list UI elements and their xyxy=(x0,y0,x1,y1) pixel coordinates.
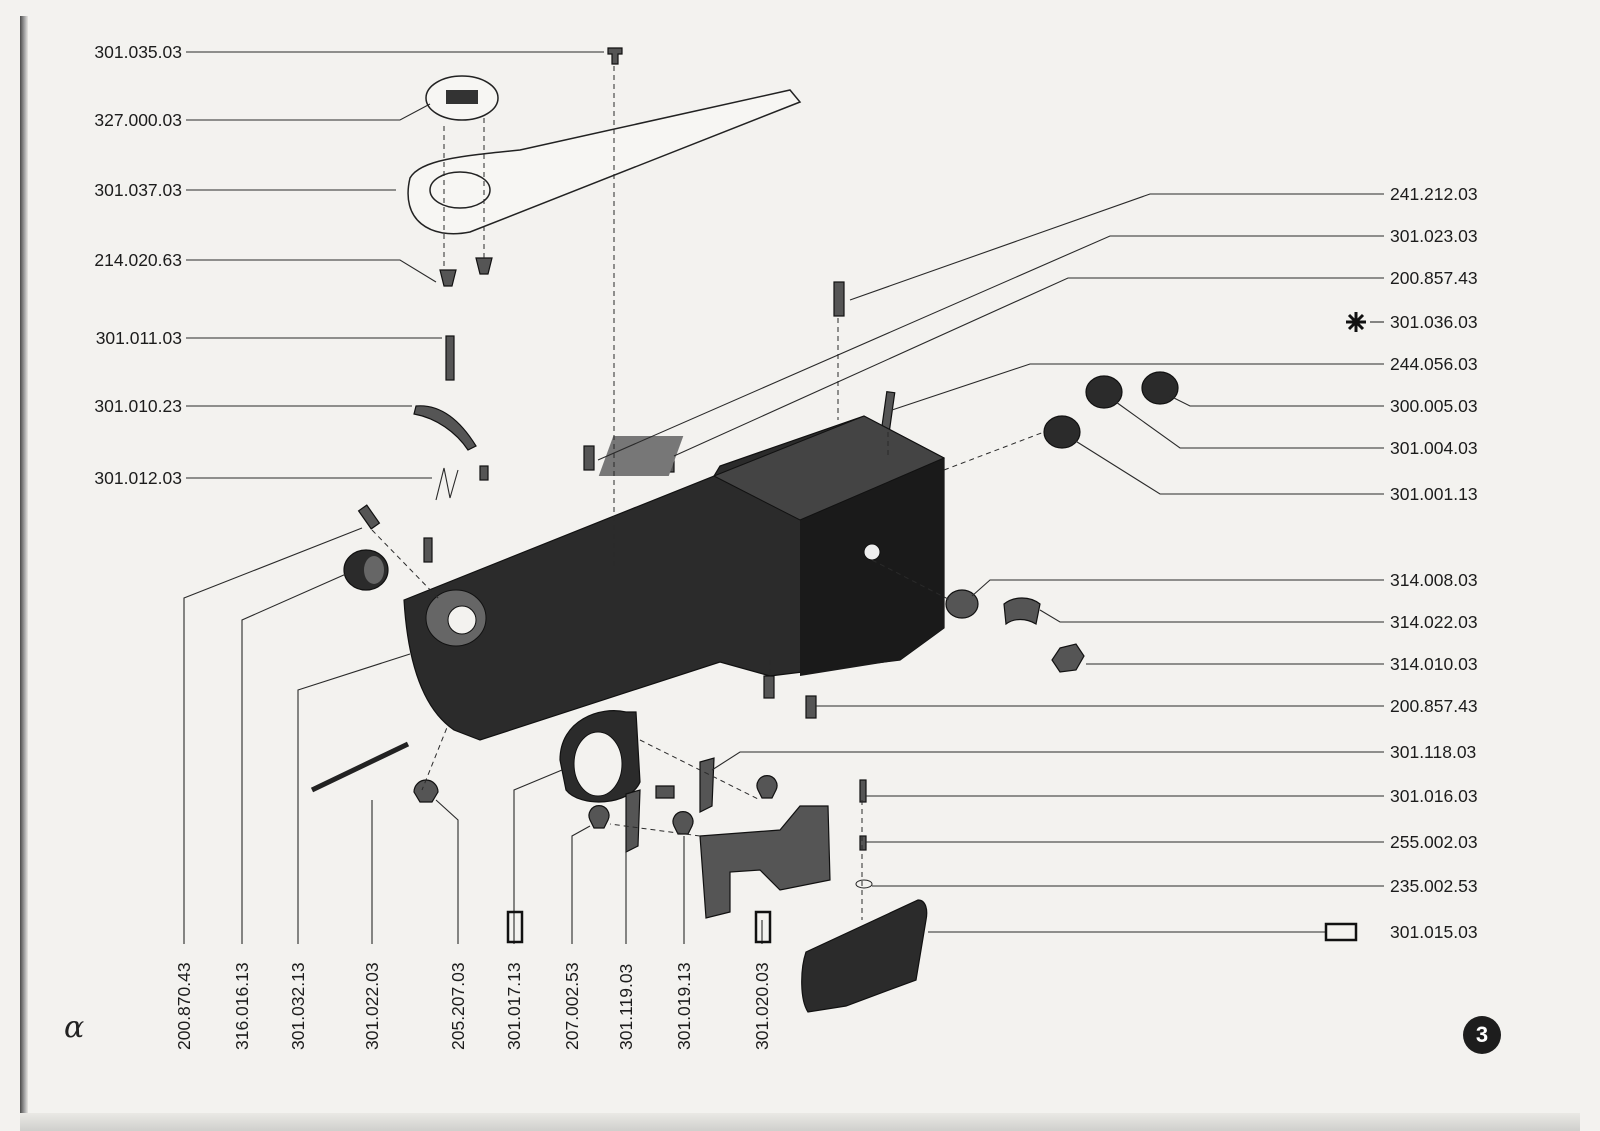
parts-group xyxy=(310,47,1179,1013)
pin-small-left xyxy=(423,537,433,563)
brand-logo-icon: ɑ xyxy=(64,1010,85,1045)
part-label: 301.119.03 xyxy=(616,964,636,1050)
part-label: 316.016.13 xyxy=(232,962,252,1050)
part-label: 301.036.03 xyxy=(1390,312,1478,332)
part-label: 301.023.03 xyxy=(1390,226,1478,246)
leader-lines-left xyxy=(186,51,604,479)
part-label: 244.056.03 xyxy=(1390,354,1478,374)
part-label: 301.037.03 xyxy=(94,180,182,200)
clamp-ring-inner xyxy=(573,731,623,797)
part-label: 301.020.03 xyxy=(752,962,772,1050)
part-label: 327.000.03 xyxy=(94,110,182,130)
part-label: 301.016.03 xyxy=(1390,786,1478,806)
part-label: 300.005.03 xyxy=(1390,396,1478,416)
pin-241-212 xyxy=(833,281,845,317)
screw-small-top xyxy=(479,465,489,481)
cover-plate xyxy=(407,89,802,235)
part-label: 301.032.13 xyxy=(288,962,308,1050)
part-label: 301.118.03 xyxy=(1390,742,1476,762)
labels-left: 301.035.03 327.000.03 301.037.03 214.020… xyxy=(94,42,182,488)
part-label: 314.022.03 xyxy=(1390,612,1478,632)
top-screw xyxy=(607,47,623,65)
rectangle-marker-icon xyxy=(506,910,524,944)
bushing-300-005 xyxy=(1141,371,1179,405)
pin-301-023 xyxy=(583,445,595,471)
clamp-piece-301-118 xyxy=(699,757,715,813)
part-label: 301.012.03 xyxy=(94,468,182,488)
part-label: 255.002.03 xyxy=(1390,832,1478,852)
housing-end-hole xyxy=(447,605,477,635)
assembly-lines xyxy=(371,66,1045,920)
plate-screw-right xyxy=(475,257,493,275)
leader-lines-bottom xyxy=(183,527,763,944)
spring-255-002 xyxy=(859,835,867,851)
plate-screw-left xyxy=(439,269,457,287)
part-label: 301.022.03 xyxy=(362,962,382,1050)
washer-235-002 xyxy=(855,879,873,889)
housing-pocket xyxy=(598,436,684,476)
page-number: 3 xyxy=(1463,1016,1501,1054)
part-label: 207.002.53 xyxy=(562,962,582,1050)
clip-314-022 xyxy=(1003,597,1041,626)
bushing-301-001 xyxy=(1043,415,1081,449)
part-label: 301.004.03 xyxy=(1390,438,1478,458)
cover-301-015 xyxy=(801,899,928,1013)
screw-205-207 xyxy=(413,779,439,803)
plate-opening xyxy=(429,171,491,209)
page-binding-shadow xyxy=(20,16,28,1116)
rod-301-022 xyxy=(310,741,410,793)
rectangle-marker-icon xyxy=(754,910,772,944)
housing-top-face xyxy=(712,415,946,521)
part-label: 214.020.63 xyxy=(94,250,182,270)
page-bottom-edge xyxy=(20,1113,1580,1131)
part-label: 301.035.03 xyxy=(94,42,182,62)
bushing-301-004 xyxy=(1085,375,1123,409)
part-label: 314.010.03 xyxy=(1390,654,1478,674)
screw-301-019-b xyxy=(672,811,694,835)
pin-200-857-lower-b xyxy=(805,695,817,719)
labels-bottom: 200.870.43 316.016.13 301.032.13 301.022… xyxy=(174,962,772,1050)
part-label: 200.857.43 xyxy=(1390,268,1478,288)
part-label: 314.008.03 xyxy=(1390,570,1478,590)
spring-301-012 xyxy=(435,467,459,501)
housing-front-face xyxy=(800,458,944,676)
part-label: 241.212.03 xyxy=(1390,184,1478,204)
part-label: 301.001.13 xyxy=(1390,484,1478,504)
part-label: 205.207.03 xyxy=(448,962,468,1050)
lever-301-010 xyxy=(413,405,477,451)
clamp-piece-301-119 xyxy=(625,789,641,853)
pin-200-857-lower-a xyxy=(763,675,775,699)
roller-316-016-face xyxy=(364,556,384,584)
pin-301-016 xyxy=(859,779,867,803)
screw-207-002 xyxy=(588,805,610,829)
screw-right-small xyxy=(756,775,778,799)
part-label: 301.010.23 xyxy=(94,396,182,416)
labels-right: 241.212.03 301.023.03 200.857.43 301.036… xyxy=(1390,184,1478,942)
part-label: 200.870.43 xyxy=(174,962,194,1050)
housing-bore xyxy=(863,543,881,561)
throat-plate-slot xyxy=(446,90,478,104)
part-label: 200.857.43 xyxy=(1390,696,1478,716)
part-label: 301.011.03 xyxy=(96,328,182,348)
part-label: 301.017.13 xyxy=(504,962,524,1050)
bracket-301-020 xyxy=(699,805,831,919)
rectangle-marker-icon xyxy=(1324,922,1358,942)
pin-301-011 xyxy=(445,335,455,381)
part-label: 235.002.53 xyxy=(1390,876,1478,896)
asterisk-icon xyxy=(1346,312,1366,332)
screw-left-angle xyxy=(357,504,381,530)
leader-lines-right xyxy=(597,193,1384,933)
part-label: 301.019.13 xyxy=(674,962,694,1050)
part-label: 301.015.03 xyxy=(1390,922,1478,942)
screw-301-019-a xyxy=(655,785,675,799)
nut-314-010 xyxy=(1051,643,1085,673)
cap-314-008 xyxy=(945,589,979,619)
